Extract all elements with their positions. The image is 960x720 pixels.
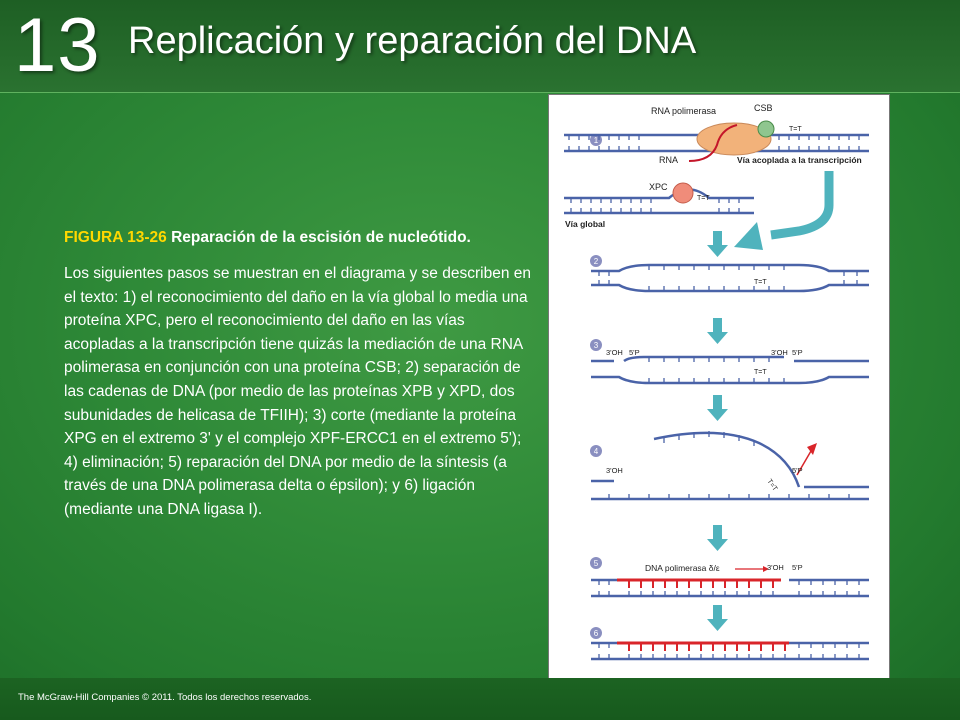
step-number: 1 xyxy=(594,136,599,145)
rna-label: RNA xyxy=(659,155,678,165)
step-number: 2 xyxy=(594,257,599,266)
figure-label: FIGURA 13-26 xyxy=(64,229,167,246)
csb-label: CSB xyxy=(754,103,773,113)
step-1-global: XPC T=T Vía global xyxy=(564,182,754,257)
p5-label: 5'P xyxy=(792,466,803,475)
xpc-label: XPC xyxy=(649,182,668,192)
p5-label: 5'P xyxy=(629,348,640,357)
figure-title: Reparación de la escisión de nucleótido. xyxy=(171,229,471,246)
step-1-transcription-coupled: 1 RNA polimerasa CSB T=T RNA Vía acoplad… xyxy=(564,103,869,250)
global-pathway-label: Vía global xyxy=(565,219,605,229)
step-number: 5 xyxy=(594,559,599,568)
xpc-shape xyxy=(672,182,694,204)
nucleotide-excision-repair-diagram: 1 RNA polimerasa CSB T=T RNA Vía acoplad… xyxy=(548,94,890,680)
step-3-incision: 3 3'OH 5'P 3'OH 5'P T=T xyxy=(590,339,869,421)
rna-polymerase-label: RNA polimerasa xyxy=(651,106,716,116)
thymine-dimer-label: T=T xyxy=(754,279,767,286)
rna-strand xyxy=(688,124,738,162)
slide-footer xyxy=(0,678,960,720)
p5-label: 5'P xyxy=(792,563,803,572)
dna-polymerase-label: DNA polimerasa δ/ε xyxy=(645,563,720,573)
step-2-strand-separation: 2 T=T xyxy=(590,255,869,344)
figure-caption: FIGURA 13-26 Reparación de la escisión d… xyxy=(64,226,534,535)
figure-description: Los siguientes pasos se muestran en el d… xyxy=(64,265,531,518)
thymine-dimer-label: T=T xyxy=(765,478,778,493)
step-4-excision: 4 T=T 3'OH 5'P xyxy=(590,431,869,551)
thymine-dimer-label: T=T xyxy=(697,195,710,202)
slide-header: 13 Replicación y reparación del DNA xyxy=(0,0,960,93)
chapter-number: 13 xyxy=(14,3,101,88)
oh3-label: 3'OH xyxy=(606,466,623,475)
chapter-title: Replicación y reparación del DNA xyxy=(128,20,697,62)
thymine-dimer-label: T=T xyxy=(789,126,802,133)
oh3-label: 3'OH xyxy=(767,563,784,572)
thymine-dimer-label: T=T xyxy=(754,369,767,376)
diagram-svg: 1 RNA polimerasa CSB T=T RNA Vía acoplad… xyxy=(564,103,869,661)
csb-shape xyxy=(757,120,775,138)
oh3-label: 3'OH xyxy=(771,348,788,357)
transcription-coupled-label: Vía acoplada a la transcripción xyxy=(737,155,862,165)
step-number: 6 xyxy=(594,629,599,638)
step-number: 4 xyxy=(594,447,599,456)
step-number: 3 xyxy=(594,341,599,350)
p5-label: 5'P xyxy=(792,348,803,357)
step-6-ligation: 6 xyxy=(590,627,869,661)
oh3-label: 3'OH xyxy=(606,348,623,357)
copyright-notice: The McGraw-Hill Companies © 2011. Todos … xyxy=(18,692,312,703)
step-5-synthesis: 5 DNA polimerasa δ/ε 3'OH 5'P xyxy=(590,557,869,631)
